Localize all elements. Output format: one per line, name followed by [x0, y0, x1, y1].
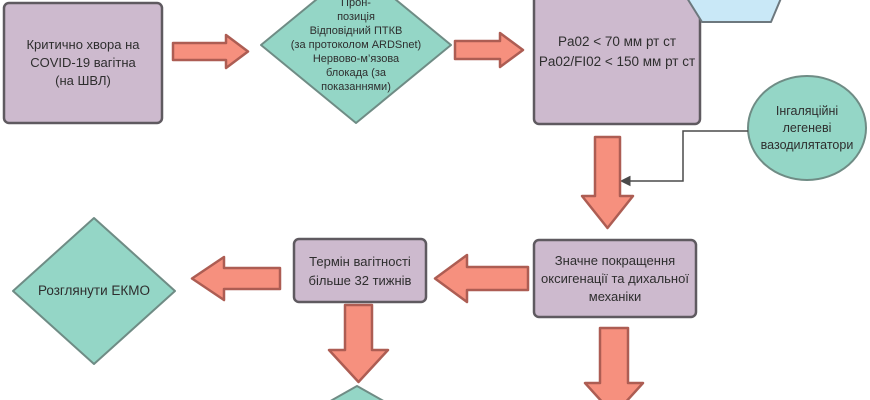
flow-arrow-right-2-icon	[453, 31, 525, 69]
ellipse-vasodilators	[747, 75, 867, 181]
flow-arrow-left-2-icon	[190, 255, 282, 302]
callout-trapezoid-top	[687, 0, 782, 23]
flow-arrow-down-1-icon	[580, 135, 635, 230]
flow-arrow-down-2-icon	[327, 303, 390, 384]
flow-arrow-down-3-icon	[583, 326, 645, 400]
process-box-improvement	[532, 238, 698, 319]
connector-elbow-line	[630, 130, 748, 182]
flow-arrow-left-1-icon	[433, 253, 530, 304]
flow-arrow-right-1-icon	[171, 33, 250, 70]
decision-diamond-interventions	[260, 0, 452, 124]
connector-arrowhead-icon	[619, 175, 631, 187]
decision-diamond-bottom-partial	[330, 385, 384, 400]
process-box-critically-ill	[2, 1, 164, 125]
process-box-oxygenation-criteria	[532, 0, 702, 126]
decision-diamond-ecmo	[12, 217, 176, 365]
process-box-gestation	[292, 237, 428, 304]
